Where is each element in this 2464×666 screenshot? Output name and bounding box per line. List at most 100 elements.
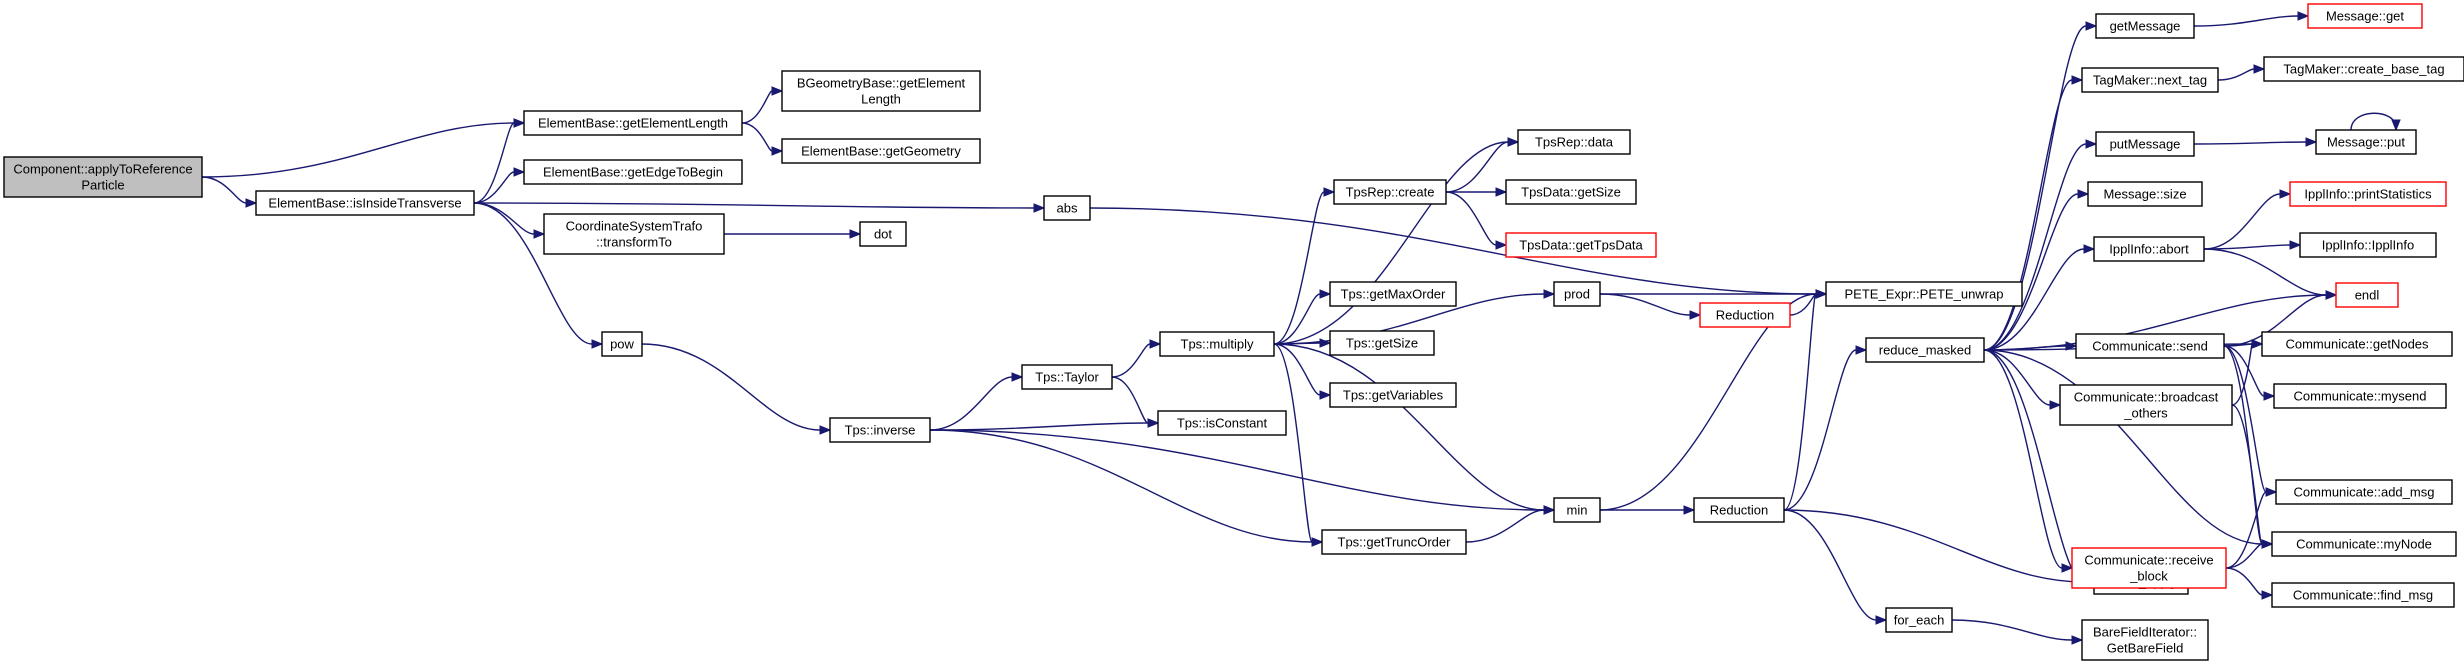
node-label-findMsg: Communicate::find_msg	[2293, 588, 2433, 603]
node-commSend[interactable]: Communicate::send	[2075, 333, 2225, 359]
node-taylor[interactable]: Tps::Taylor	[1021, 364, 1113, 390]
node-dot[interactable]: dot	[859, 221, 907, 247]
node-label-putMessage: putMessage	[2110, 137, 2181, 152]
node-multiply[interactable]: Tps::multiply	[1159, 331, 1275, 357]
node-box-mysend	[2273, 383, 2447, 409]
node-peteUnwrap[interactable]: PETE_Expr::PETE_unwrap	[1825, 281, 2023, 307]
node-pow[interactable]: pow	[601, 331, 643, 357]
node-isInsideTransverse[interactable]: ElementBase::isInsideTransverse	[255, 190, 475, 216]
node-getMessage[interactable]: getMessage	[2095, 13, 2195, 39]
node-label-receiveBlock: _block	[2129, 569, 2168, 584]
node-getEdgeToBegin[interactable]: ElementBase::getEdgeToBegin	[523, 159, 743, 185]
node-label-getTpsData: TpsData::getTpsData	[1519, 238, 1643, 253]
edge-forEach-to-bareField	[1951, 619, 2084, 645]
node-receiveBlock[interactable]: Communicate::receive_block	[2071, 547, 2227, 589]
node-box-receiveBlock	[2071, 547, 2227, 589]
node-label-bareField: GetBareField	[2107, 641, 2184, 656]
edge-getElementLength-to-bgeomGetElementLength	[741, 86, 784, 124]
edge-multiply-to-getVariables	[1273, 343, 1332, 400]
edge-abs-to-peteUnwrap	[1089, 207, 1828, 299]
node-bgeomGetElementLength[interactable]: BGeometryBase::getElementLength	[781, 70, 981, 112]
node-bareField[interactable]: BareFieldIterator::GetBareField	[2081, 619, 2209, 661]
node-label-prod: prod	[1564, 287, 1590, 302]
node-reductionRed[interactable]: Reduction	[1699, 302, 1791, 328]
node-inverse[interactable]: Tps::inverse	[829, 417, 931, 443]
node-label-root: Particle	[81, 178, 124, 193]
node-getElementLength[interactable]: ElementBase::getElementLength	[523, 110, 743, 136]
node-tpsDataGetSize[interactable]: TpsData::getSize	[1505, 179, 1637, 205]
edge-ipplAbort-to-printStatistics	[2203, 189, 2292, 250]
call-graph-edges	[201, 11, 2401, 645]
node-label-nextTag: TagMaker::next_tag	[2093, 73, 2207, 88]
edge-nextTag-to-createBaseTag	[2217, 64, 2266, 81]
node-nextTag[interactable]: TagMaker::next_tag	[2081, 67, 2219, 93]
node-abs[interactable]: abs	[1043, 195, 1091, 221]
node-tpsRepCreate[interactable]: TpsRep::create	[1333, 179, 1447, 205]
node-box-tpsRepData	[1517, 129, 1631, 155]
edge-commSend-to-mysend	[2223, 345, 2276, 401]
node-reduceMasked[interactable]: reduce_masked	[1865, 337, 1985, 363]
node-addMsg[interactable]: Communicate::add_msg	[2275, 479, 2453, 505]
node-printStatistics[interactable]: IpplInfo::printStatistics	[2289, 181, 2447, 207]
node-label-multiply: Tps::multiply	[1181, 337, 1254, 352]
node-label-bareField: BareFieldIterator::	[2093, 625, 2197, 640]
node-label-getElementLength: ElementBase::getElementLength	[538, 116, 728, 131]
node-endl[interactable]: endl	[2335, 282, 2399, 308]
node-box-tpsRepCreate	[1333, 179, 1447, 205]
edge-receiveBlock-to-myNode	[2225, 539, 2274, 569]
edge-reduction-to-peteUnwrap	[1783, 289, 1828, 511]
node-label-tpsDataGetSize: TpsData::getSize	[1521, 185, 1621, 200]
node-reduction[interactable]: Reduction	[1693, 497, 1785, 523]
node-box-getEdgeToBegin	[523, 159, 743, 185]
node-label-dot: dot	[874, 227, 892, 242]
node-box-bgeomGetElementLength	[781, 70, 981, 112]
edge-reduceMasked-to-nextTag	[1983, 75, 2084, 351]
node-box-putMessage	[2095, 131, 2195, 157]
node-getGeometry[interactable]: ElementBase::getGeometry	[781, 138, 981, 164]
node-label-receiveBlock: Communicate::receive	[2084, 553, 2213, 568]
node-mysend[interactable]: Communicate::mysend	[2273, 383, 2447, 409]
node-getVariables[interactable]: Tps::getVariables	[1329, 382, 1457, 408]
node-label-isInsideTransverse: ElementBase::isInsideTransverse	[268, 196, 461, 211]
edge-root-to-isInsideTransverse	[201, 176, 258, 208]
node-label-createBaseTag: TagMaker::create_base_tag	[2283, 62, 2444, 77]
node-box-addMsg	[2275, 479, 2453, 505]
node-ipplInfo[interactable]: IpplInfo::IpplInfo	[2299, 232, 2437, 258]
node-broadcastOthers[interactable]: Communicate::broadcast_others	[2059, 384, 2233, 426]
edge-multiply-to-tpsRepCreate	[1273, 187, 1336, 345]
node-transformTo[interactable]: CoordinateSystemTrafo::transformTo	[543, 213, 725, 255]
node-forEach[interactable]: for_each	[1885, 607, 1953, 633]
node-isConstant[interactable]: Tps::isConstant	[1157, 410, 1287, 436]
node-tpsGetSize[interactable]: Tps::getSize	[1329, 330, 1435, 356]
edge-isInsideTransverse-to-getElementLength	[473, 118, 526, 204]
node-getNodes[interactable]: Communicate::getNodes	[2261, 331, 2453, 357]
node-prod[interactable]: prod	[1553, 281, 1601, 307]
node-min[interactable]: min	[1553, 497, 1601, 523]
node-box-dot	[859, 221, 907, 247]
node-putMessage[interactable]: putMessage	[2095, 131, 2195, 157]
edge-taylor-to-isConstant	[1111, 376, 1160, 428]
edge-tpsRepCreate-to-tpsDataGetSize	[1445, 187, 1508, 197]
node-messageSize[interactable]: Message::size	[2087, 181, 2203, 207]
node-getMaxOrder[interactable]: Tps::getMaxOrder	[1329, 281, 1457, 307]
node-myNode[interactable]: Communicate::myNode	[2271, 531, 2457, 557]
node-getTruncOrder[interactable]: Tps::getTruncOrder	[1321, 529, 1467, 555]
node-messageGet[interactable]: Message::get	[2307, 3, 2423, 29]
node-tpsRepData[interactable]: TpsRep::data	[1517, 129, 1631, 155]
node-ipplAbort[interactable]: IpplInfo::abort	[2093, 236, 2205, 262]
node-label-peteUnwrap: PETE_Expr::PETE_unwrap	[1845, 287, 2004, 302]
edge-isInsideTransverse-to-abs	[473, 202, 1046, 213]
node-createBaseTag[interactable]: TagMaker::create_base_tag	[2263, 56, 2464, 82]
node-label-messageGet: Message::get	[2326, 9, 2404, 24]
edge-root-to-getElementLength	[201, 118, 526, 178]
node-label-reduceMasked: reduce_masked	[1879, 343, 1972, 358]
node-getTpsData[interactable]: TpsData::getTpsData	[1505, 232, 1657, 258]
node-box-reduction	[1693, 497, 1785, 523]
node-box-messageGet	[2307, 3, 2423, 29]
node-findMsg[interactable]: Communicate::find_msg	[2271, 582, 2455, 608]
edge-isInsideTransverse-to-transformTo	[473, 202, 546, 239]
node-label-broadcastOthers: Communicate::broadcast	[2074, 390, 2219, 405]
node-messagePut[interactable]: Message::put	[2315, 129, 2417, 155]
